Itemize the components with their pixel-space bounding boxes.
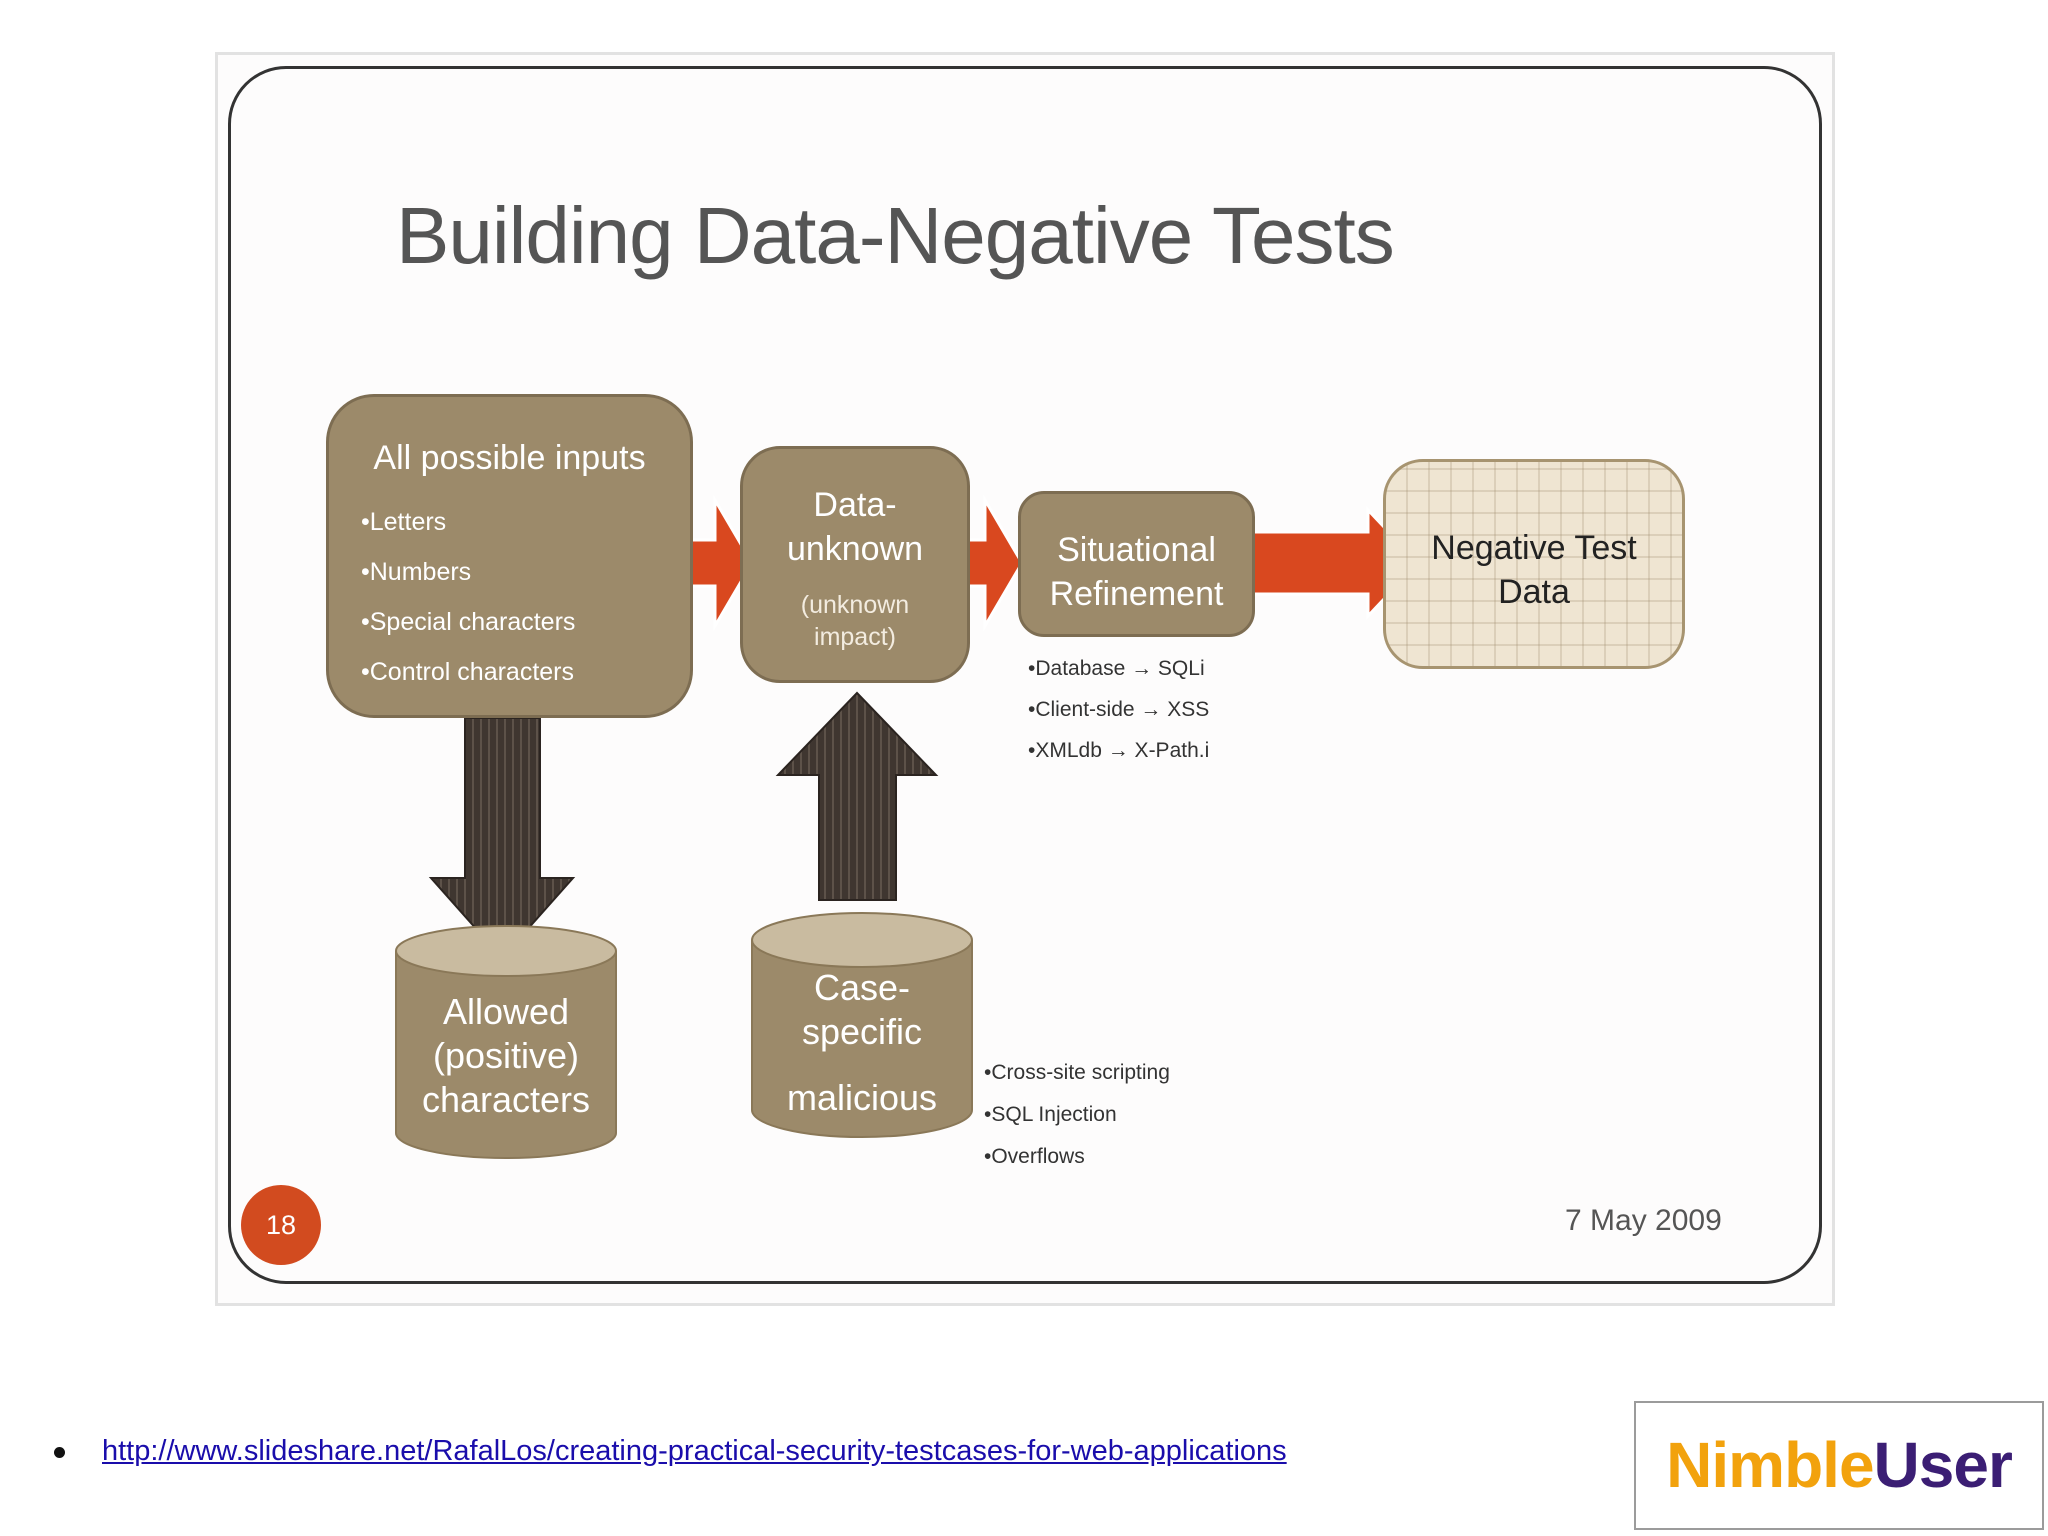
inputs-item: •Letters [361,508,447,536]
negative-line2: Data [1498,573,1570,611]
refinement-note: •Database → SQLi [1028,657,1205,680]
malicious-note: •SQL Injection [984,1103,1117,1126]
nimbleuser-logo: NimbleUser [1634,1401,2044,1530]
right-arrow-1 [688,494,754,632]
data-unknown-sub1: (unknown [800,591,910,619]
bullet-icon [54,1447,65,1458]
logo-user: User [1873,1429,2013,1501]
down-arrow [428,717,576,960]
refinement-note: •XMLdb → X-Path.i [1028,739,1210,762]
inputs-box: All possible inputs •Letters •Numbers •S… [326,394,693,718]
allowed-cylinder [395,925,617,1159]
data-unknown-sub2: impact) [814,623,896,651]
negative-test-data-title: Negative Test Data [1386,526,1682,614]
malicious-line2: specific [801,1011,923,1052]
inputs-item: •Numbers [361,558,472,586]
refinement-note: •Client-side → XSS [1028,698,1210,721]
inputs-item: •Special characters [361,608,576,636]
logo-nimble: Nimble [1666,1429,1874,1501]
data-unknown-title: Data- unknown [743,483,967,571]
allowed-cylinder-label: Allowed (positive) characters [396,990,616,1122]
negative-test-data-box: Negative Test Data [1383,459,1685,669]
data-unknown-box: Data- unknown (unknown impact) [740,446,970,683]
right-arrow-2 [960,494,1024,632]
refinement-line1: Situational [1057,531,1216,569]
data-unknown-line1: Data- [813,486,897,524]
refinement-line2: Refinement [1049,575,1224,613]
allowed-line3: characters [421,1079,591,1120]
slide-date: 7 May 2009 [1565,1204,1722,1237]
data-unknown-line2: unknown [786,530,924,568]
data-unknown-subtitle: (unknown impact) [743,589,967,653]
slide-title: Building Data-Negative Tests [396,191,1395,280]
up-arrow [775,691,939,901]
malicious-note: •Cross-site scripting [984,1061,1170,1084]
inputs-list: •Letters •Numbers •Special characters •C… [361,497,575,697]
refinement-title: Situational Refinement [1021,528,1252,616]
refinement-notes: •Database → SQLi •Client-side → XSS •XML… [1028,648,1209,771]
negative-line1: Negative Test [1431,529,1637,567]
malicious-cylinder [751,912,973,1138]
malicious-notes: •Cross-site scripting •SQL Injection •Ov… [984,1052,1170,1178]
allowed-line2: (positive) [432,1035,580,1076]
malicious-line3: malicious [786,1077,938,1118]
malicious-cylinder-label: Case- specific malicious [752,966,972,1120]
slide-number-badge: 18 [241,1185,321,1265]
inputs-box-title: All possible inputs [373,439,646,477]
allowed-line1: Allowed [442,991,570,1032]
refinement-box: Situational Refinement [1018,491,1255,637]
malicious-line1: Case- [813,967,911,1008]
malicious-note: •Overflows [984,1145,1085,1168]
inputs-item: •Control characters [361,658,575,686]
slideshare-link[interactable]: http://www.slideshare.net/RafalLos/creat… [102,1435,1287,1467]
